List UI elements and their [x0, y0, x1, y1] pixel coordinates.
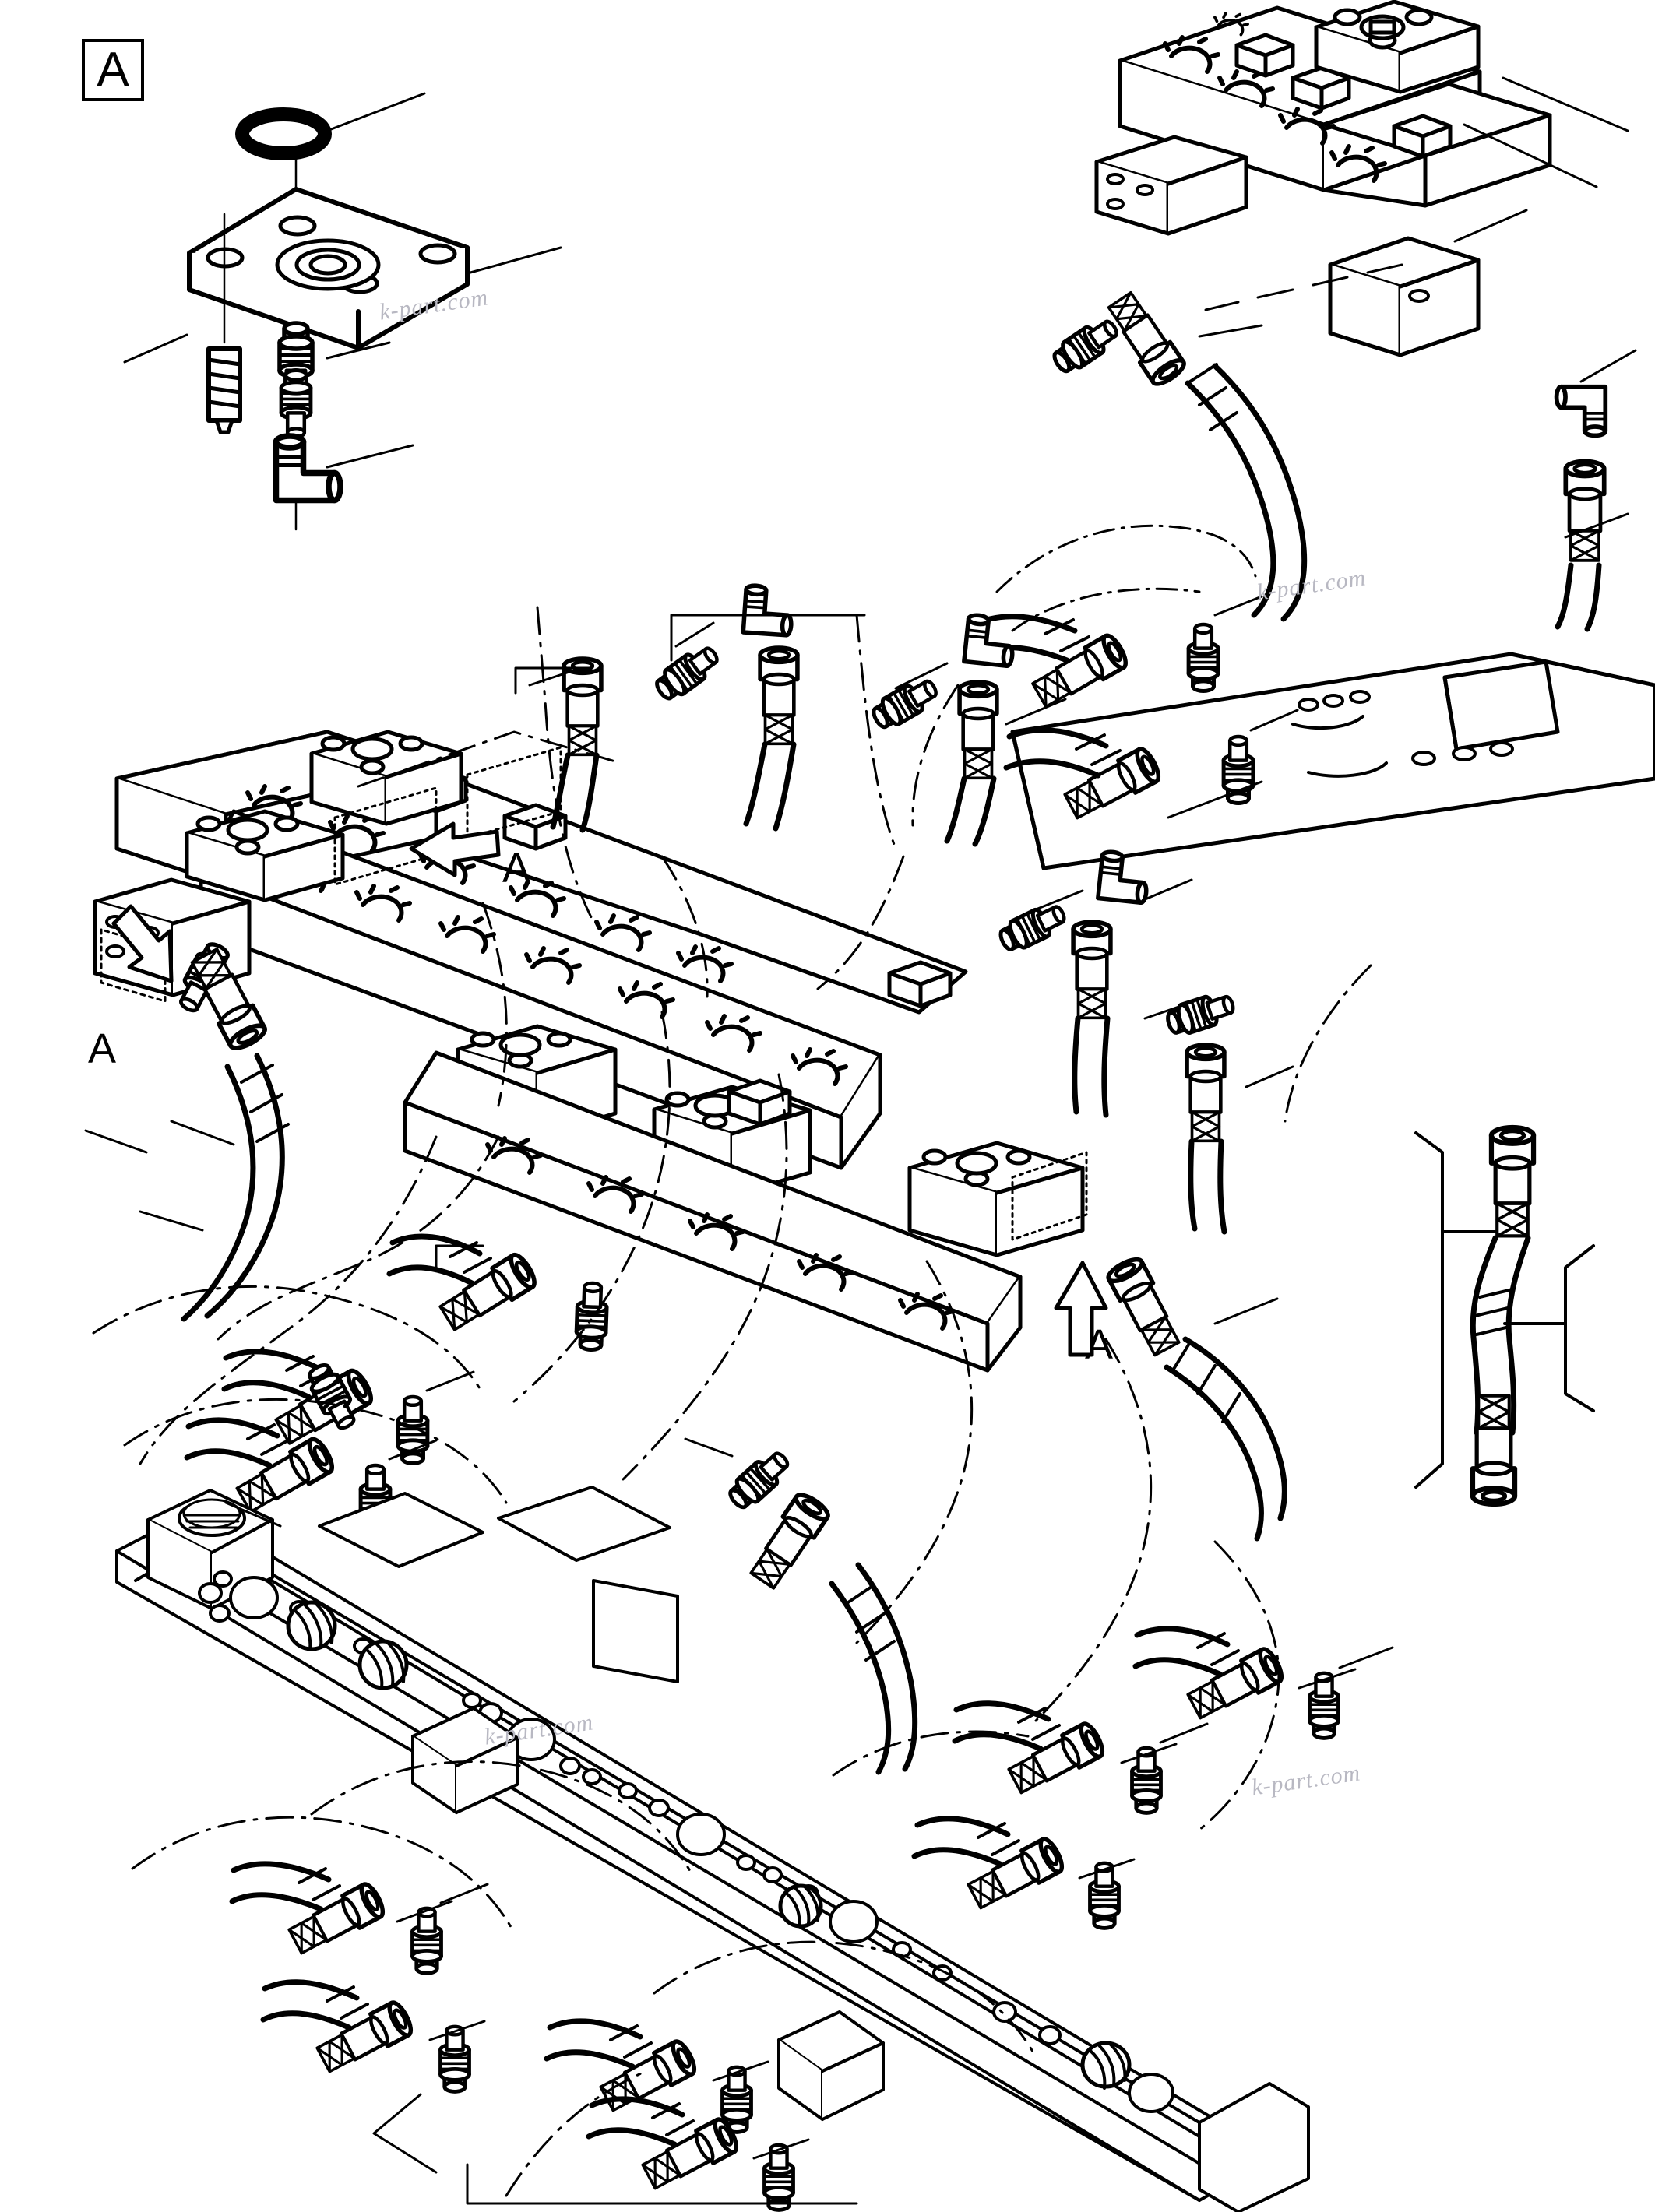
- detail-view-letter: A: [97, 43, 129, 97]
- hose-assembly-left-a: [139, 940, 290, 1322]
- leader-lines: [84, 1129, 1357, 2205]
- hose-pair-left-lower: [184, 1349, 475, 1532]
- valve-sub-block-1: [309, 730, 463, 826]
- hex-plug: [502, 803, 568, 851]
- hoses-bottom-right: [911, 1626, 1394, 1929]
- rail-plug: [778, 1883, 823, 1929]
- hex-plug: [1234, 33, 1295, 78]
- upper-right-manifold-assembly: [995, 0, 1637, 632]
- routing-centerlines: [92, 606, 1372, 2197]
- detail-view-label-box: A: [82, 39, 144, 101]
- hose-assembly-right-drop: [1557, 349, 1637, 632]
- rail-plug: [357, 1639, 409, 1690]
- hoses-bottom-left: [229, 1861, 793, 2210]
- lower-distribution-rail: [115, 1486, 1310, 2212]
- valve-sub-block-2: [185, 809, 345, 902]
- o-ring-part: [235, 107, 332, 160]
- hoses-above-manifold: [514, 585, 1294, 1235]
- right-detail-hose-assembly: [1414, 1127, 1595, 1504]
- valve-sub-block-5: [907, 1141, 1088, 1257]
- hex-plug: [887, 960, 953, 1008]
- right-mounting-plate: [1010, 652, 1655, 870]
- rail-plug: [1080, 2041, 1132, 2090]
- flange-plate-part: [187, 187, 470, 350]
- hex-plug: [1392, 114, 1453, 159]
- outlet-block: [1328, 236, 1481, 357]
- rail-plug: [286, 1600, 337, 1651]
- hose-assembly-top-right: [1049, 290, 1308, 622]
- cap-screw-part: [206, 346, 242, 434]
- valve-sub-block: [1094, 135, 1248, 236]
- solenoid-valve-block: [1314, 0, 1481, 94]
- callout-letter-a-3: A: [1085, 1321, 1114, 1368]
- adapter-nipple-2: [281, 371, 311, 438]
- callout-letter-a-1: A: [502, 845, 531, 891]
- elbow-fitting-part: [276, 436, 341, 501]
- hose-center-lower-3: [1105, 1255, 1287, 1542]
- hose-center-lower-2: [684, 1437, 918, 1775]
- callout-letter-a-2: A: [88, 1025, 117, 1072]
- hose-center-lower-1: [386, 1233, 607, 1350]
- detail-a-assembly: [123, 92, 562, 531]
- hex-plug: [727, 1078, 792, 1127]
